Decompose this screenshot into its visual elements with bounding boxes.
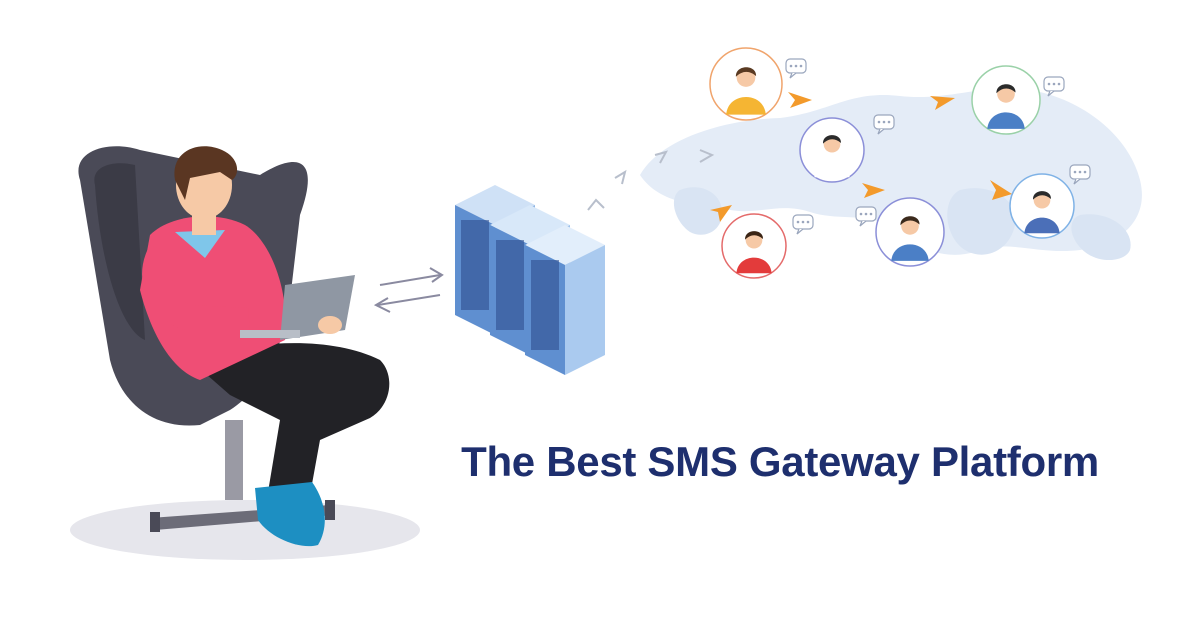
paper-plane-icon: [930, 96, 955, 110]
person-laptop-icon: [140, 146, 390, 547]
chat-bubble-icon: [873, 114, 895, 135]
chat-bubble-icon: [792, 214, 814, 235]
paper-plane-icon: [862, 183, 885, 198]
paper-plane-group: [710, 92, 1012, 222]
recipient-group: [709, 47, 1091, 279]
paper-plane-icon: [990, 180, 1012, 200]
paper-plane-icon: [710, 205, 732, 222]
recipient-avatar: [875, 197, 945, 267]
chat-bubble-icon: [1043, 76, 1065, 97]
chat-bubble-icon: [855, 206, 877, 227]
flow-chevrons: [587, 149, 715, 211]
chat-bubble-icon: [785, 58, 807, 79]
recipient-avatar: [709, 47, 783, 121]
page-title: The Best SMS Gateway Platform: [461, 438, 1099, 485]
recipient-avatar: [1009, 173, 1075, 239]
recipient-avatar: [971, 65, 1041, 135]
recipient-avatar: [799, 117, 865, 183]
double-arrow-icon: [373, 267, 444, 313]
chat-bubble-icon: [1069, 164, 1091, 185]
server-rack-icon: [455, 185, 605, 375]
floor-shadow: [70, 500, 420, 560]
paper-plane-icon: [788, 92, 812, 108]
recipient-avatar: [721, 213, 787, 279]
